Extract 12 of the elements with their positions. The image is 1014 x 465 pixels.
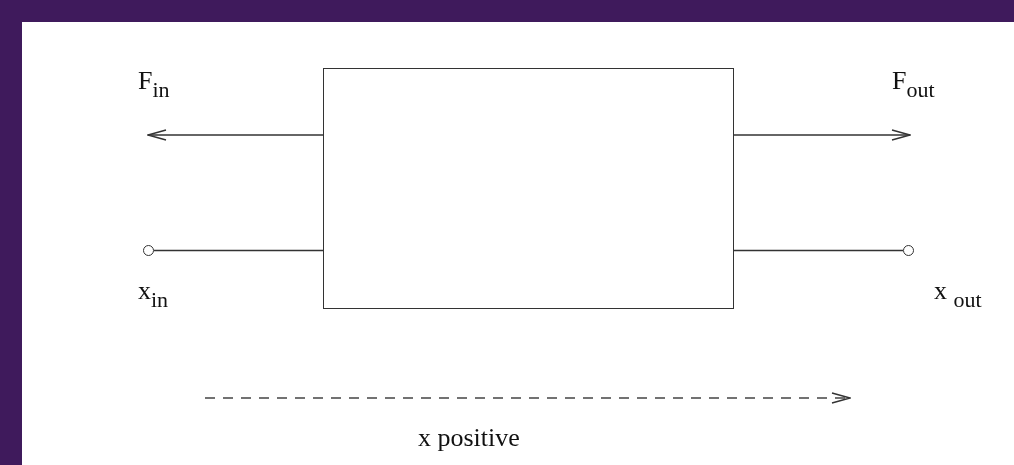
- axis-label: x positive: [418, 425, 520, 451]
- edge-label: F$_{in}$: [138, 68, 170, 101]
- block-box: [323, 68, 734, 309]
- terminal-label: x$_{in}$: [138, 278, 169, 311]
- force-arrow: [147, 129, 324, 141]
- terminal-circle: [903, 245, 914, 256]
- force-arrow: [733, 129, 911, 141]
- terminal-label: x $_{out}$: [934, 278, 982, 311]
- edge-label: F$_{out}$: [892, 68, 935, 101]
- terminal-circle: [143, 245, 154, 256]
- connector-line: [733, 249, 904, 252]
- connector-line: [153, 249, 324, 252]
